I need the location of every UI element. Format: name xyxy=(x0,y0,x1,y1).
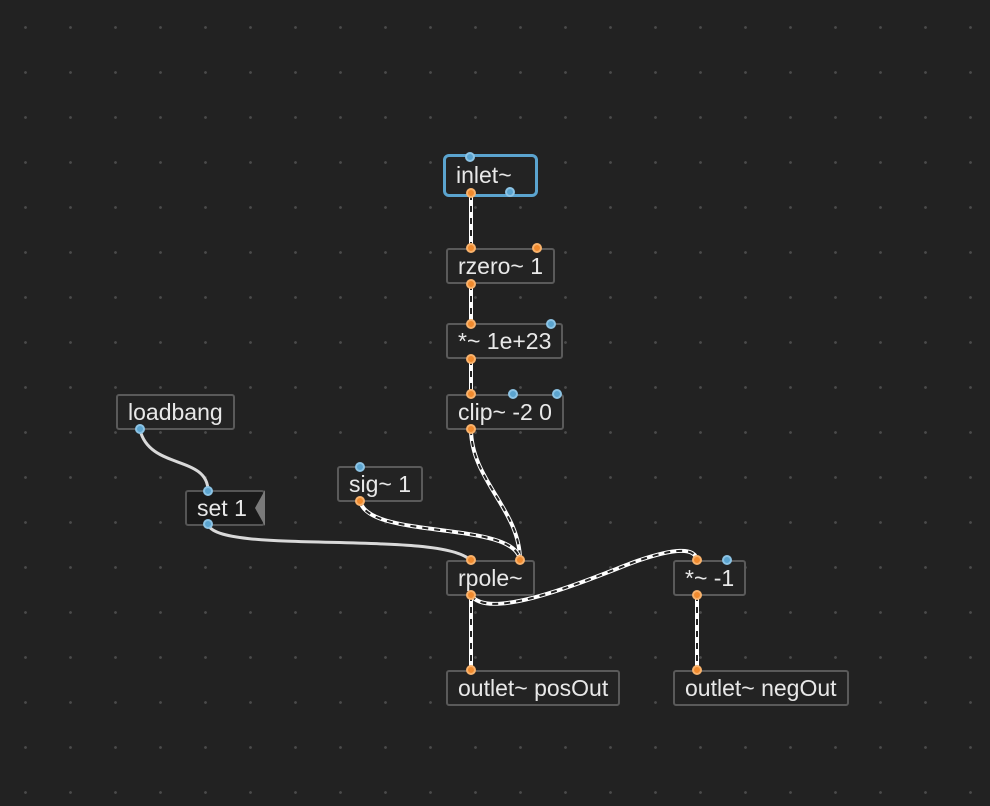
set-message-box[interactable]: set 1 xyxy=(185,490,265,526)
set-message-label: set 1 xyxy=(197,495,247,521)
mul-big-object-outlet[interactable] xyxy=(466,354,476,364)
mul-neg-object-inlet-left[interactable] xyxy=(692,555,702,565)
wire-clip-to-rpole[interactable] xyxy=(469,428,522,561)
wire-sig-to-rpole[interactable] xyxy=(358,499,522,561)
message-flag xyxy=(255,490,265,526)
inlet-object-outlet-port[interactable] xyxy=(466,188,476,198)
outlet-neg-object[interactable]: outlet~ negOut xyxy=(673,670,849,706)
sig-object-inlet[interactable] xyxy=(355,462,365,472)
rzero-object-inlet-left[interactable] xyxy=(466,243,476,253)
outlet-neg-object-inlet[interactable] xyxy=(692,665,702,675)
loadbang-object[interactable]: loadbang xyxy=(116,394,235,430)
mul-neg-object-label: *~ -1 xyxy=(685,565,735,591)
rpole-object[interactable]: rpole~ xyxy=(446,560,535,596)
inlet-object-inlet-port[interactable] xyxy=(465,152,475,162)
rzero-object-outlet[interactable] xyxy=(466,279,476,289)
mul-neg-object[interactable]: *~ -1 xyxy=(673,560,747,596)
wire-set-to-rpole[interactable] xyxy=(206,523,472,562)
mul-big-object-inlet-left[interactable] xyxy=(466,319,476,329)
rzero-object-inlet-right[interactable] xyxy=(532,243,542,253)
clip-object-label: clip~ -2 0 xyxy=(458,399,552,425)
clip-object-inlet-left[interactable] xyxy=(466,389,476,399)
sig-object-outlet[interactable] xyxy=(355,496,365,506)
outlet-pos-object-label: outlet~ posOut xyxy=(458,675,609,701)
clip-object-outlet[interactable] xyxy=(466,424,476,434)
outlet-pos-object-inlet[interactable] xyxy=(466,665,476,675)
clip-object[interactable]: clip~ -2 0 xyxy=(446,394,564,430)
rpole-object-inlet-right[interactable] xyxy=(515,555,525,565)
inlet-object[interactable]: inlet~ xyxy=(443,154,538,197)
wire-loadbang-to-set[interactable] xyxy=(138,429,210,492)
inlet-object-inlet-port-2[interactable] xyxy=(505,187,515,197)
set-message-inlet[interactable] xyxy=(203,486,213,496)
mul-neg-object-outlet[interactable] xyxy=(692,590,702,600)
mul-big-object-inlet-right[interactable] xyxy=(546,319,556,329)
clip-object-inlet-right[interactable] xyxy=(552,389,562,399)
loadbang-object-label: loadbang xyxy=(128,399,223,425)
rpole-object-label: rpole~ xyxy=(458,565,523,591)
loadbang-object-outlet[interactable] xyxy=(135,424,145,434)
outlet-neg-object-label: outlet~ negOut xyxy=(685,675,837,701)
mul-neg-object-inlet-right[interactable] xyxy=(722,555,732,565)
set-message-outlet[interactable] xyxy=(203,519,213,529)
inlet-object-label: inlet~ xyxy=(456,162,512,188)
outlet-pos-object[interactable]: outlet~ posOut xyxy=(446,670,621,706)
sig-object-label: sig~ 1 xyxy=(349,471,412,497)
mul-big-object[interactable]: *~ 1e+23 xyxy=(446,323,564,359)
rpole-object-outlet[interactable] xyxy=(466,590,476,600)
rzero-object[interactable]: rzero~ 1 xyxy=(446,248,556,284)
sig-object[interactable]: sig~ 1 xyxy=(337,466,424,502)
rpole-object-inlet-left[interactable] xyxy=(466,555,476,565)
mul-big-object-label: *~ 1e+23 xyxy=(458,328,552,354)
clip-object-inlet-mid[interactable] xyxy=(508,389,518,399)
rzero-object-label: rzero~ 1 xyxy=(458,253,544,279)
